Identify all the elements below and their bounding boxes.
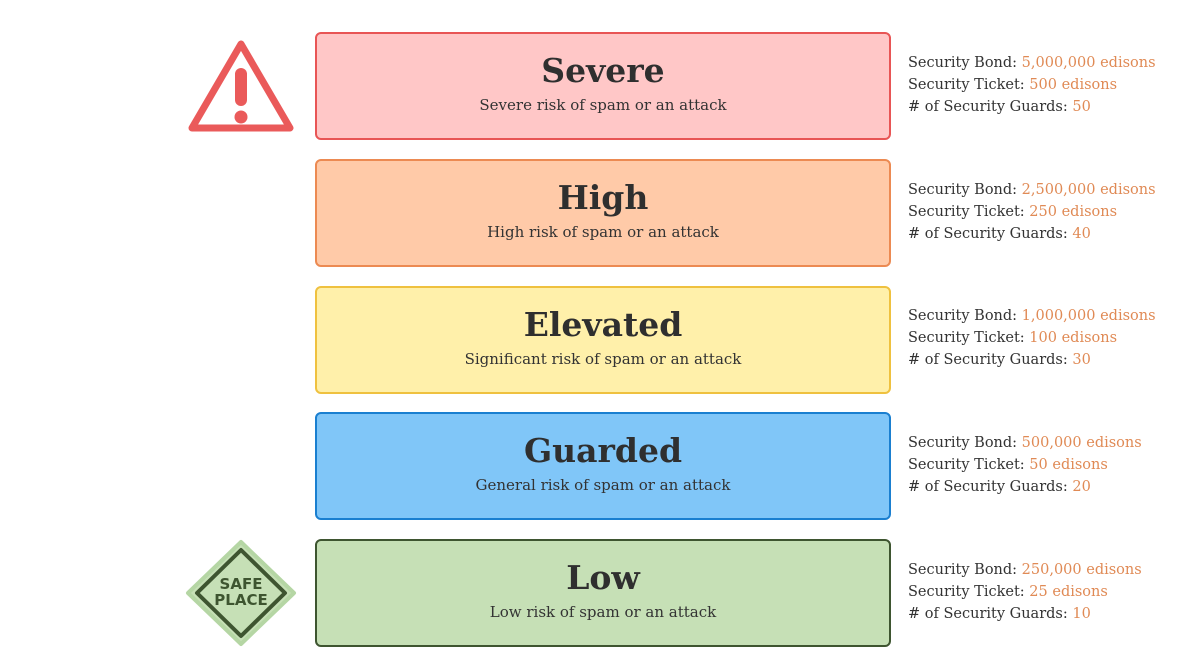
info-high: Security Bond: 2,500,000 edisons Securit… bbox=[908, 179, 1198, 245]
security-ticket-line: Security Ticket: 500 edisons bbox=[908, 74, 1198, 96]
security-guards-label: # of Security Guards: bbox=[908, 99, 1068, 115]
safe-place-sign-icon: SAFE PLACE bbox=[184, 538, 298, 648]
security-ticket-value: 250 edisons bbox=[1029, 204, 1118, 220]
security-bond-label: Security Bond: bbox=[908, 55, 1018, 71]
security-ticket-line: Security Ticket: 100 edisons bbox=[908, 327, 1198, 349]
security-ticket-line: Security Ticket: 25 edisons bbox=[908, 581, 1198, 603]
security-guards-line: # of Security Guards: 20 bbox=[908, 476, 1198, 498]
level-low: Low Low risk of spam or an attack bbox=[315, 539, 891, 647]
security-bond-line: Security Bond: 250,000 edisons bbox=[908, 559, 1198, 581]
security-guards-line: # of Security Guards: 10 bbox=[908, 603, 1198, 625]
security-bond-value: 500,000 edisons bbox=[1021, 435, 1142, 451]
info-severe: Security Bond: 5,000,000 edisons Securit… bbox=[908, 52, 1198, 118]
security-bond-line: Security Bond: 2,500,000 edisons bbox=[908, 179, 1198, 201]
security-guards-value: 40 bbox=[1072, 226, 1091, 242]
security-bond-line: Security Bond: 500,000 edisons bbox=[908, 432, 1198, 454]
security-ticket-label: Security Ticket: bbox=[908, 457, 1025, 473]
info-low: Security Bond: 250,000 edisons Security … bbox=[908, 559, 1198, 625]
security-bond-value: 2,500,000 edisons bbox=[1021, 182, 1156, 198]
security-guards-line: # of Security Guards: 30 bbox=[908, 349, 1198, 371]
security-ticket-value: 50 edisons bbox=[1029, 457, 1108, 473]
security-ticket-value: 25 edisons bbox=[1029, 584, 1108, 600]
security-bond-value: 250,000 edisons bbox=[1021, 562, 1142, 578]
security-ticket-label: Security Ticket: bbox=[908, 204, 1025, 220]
security-guards-value: 30 bbox=[1072, 352, 1091, 368]
security-ticket-label: Security Ticket: bbox=[908, 77, 1025, 93]
level-guarded: Guarded General risk of spam or an attac… bbox=[315, 412, 891, 520]
level-description: Significant risk of spam or an attack bbox=[464, 350, 742, 368]
level-description: Severe risk of spam or an attack bbox=[479, 96, 727, 114]
security-bond-label: Security Bond: bbox=[908, 435, 1018, 451]
security-guards-label: # of Security Guards: bbox=[908, 606, 1068, 622]
security-guards-value: 50 bbox=[1072, 99, 1091, 115]
level-title: Elevated bbox=[523, 305, 683, 344]
security-ticket-value: 500 edisons bbox=[1029, 77, 1118, 93]
security-ticket-line: Security Ticket: 50 edisons bbox=[908, 454, 1198, 476]
warning-triangle-icon bbox=[186, 38, 296, 136]
security-ticket-value: 100 edisons bbox=[1029, 330, 1118, 346]
security-guards-label: # of Security Guards: bbox=[908, 226, 1068, 242]
security-bond-label: Security Bond: bbox=[908, 562, 1018, 578]
security-guards-value: 20 bbox=[1072, 479, 1091, 495]
security-bond-value: 1,000,000 edisons bbox=[1021, 308, 1156, 324]
level-description: High risk of spam or an attack bbox=[487, 223, 719, 241]
info-elevated: Security Bond: 1,000,000 edisons Securit… bbox=[908, 305, 1198, 371]
level-description: General risk of spam or an attack bbox=[475, 476, 731, 494]
security-bond-line: Security Bond: 5,000,000 edisons bbox=[908, 52, 1198, 74]
level-title: Low bbox=[566, 558, 640, 597]
security-ticket-line: Security Ticket: 250 edisons bbox=[908, 201, 1198, 223]
security-guards-line: # of Security Guards: 40 bbox=[908, 223, 1198, 245]
level-severe: Severe Severe risk of spam or an attack bbox=[315, 32, 891, 140]
level-description: Low risk of spam or an attack bbox=[489, 603, 717, 621]
security-guards-value: 10 bbox=[1072, 606, 1091, 622]
safe-sign-line1: SAFE bbox=[220, 575, 263, 593]
level-title: High bbox=[557, 178, 649, 217]
level-elevated: Elevated Significant risk of spam or an … bbox=[315, 286, 891, 394]
security-bond-label: Security Bond: bbox=[908, 308, 1018, 324]
security-guards-label: # of Security Guards: bbox=[908, 479, 1068, 495]
security-ticket-label: Security Ticket: bbox=[908, 584, 1025, 600]
security-bond-line: Security Bond: 1,000,000 edisons bbox=[908, 305, 1198, 327]
security-bond-label: Security Bond: bbox=[908, 182, 1018, 198]
level-title: Severe bbox=[541, 51, 665, 90]
info-guarded: Security Bond: 500,000 edisons Security … bbox=[908, 432, 1198, 498]
level-title: Guarded bbox=[523, 431, 683, 470]
security-guards-line: # of Security Guards: 50 bbox=[908, 96, 1198, 118]
security-guards-label: # of Security Guards: bbox=[908, 352, 1068, 368]
safe-sign-line2: PLACE bbox=[214, 591, 267, 609]
level-high: High High risk of spam or an attack bbox=[315, 159, 891, 267]
security-bond-value: 5,000,000 edisons bbox=[1021, 55, 1156, 71]
security-ticket-label: Security Ticket: bbox=[908, 330, 1025, 346]
